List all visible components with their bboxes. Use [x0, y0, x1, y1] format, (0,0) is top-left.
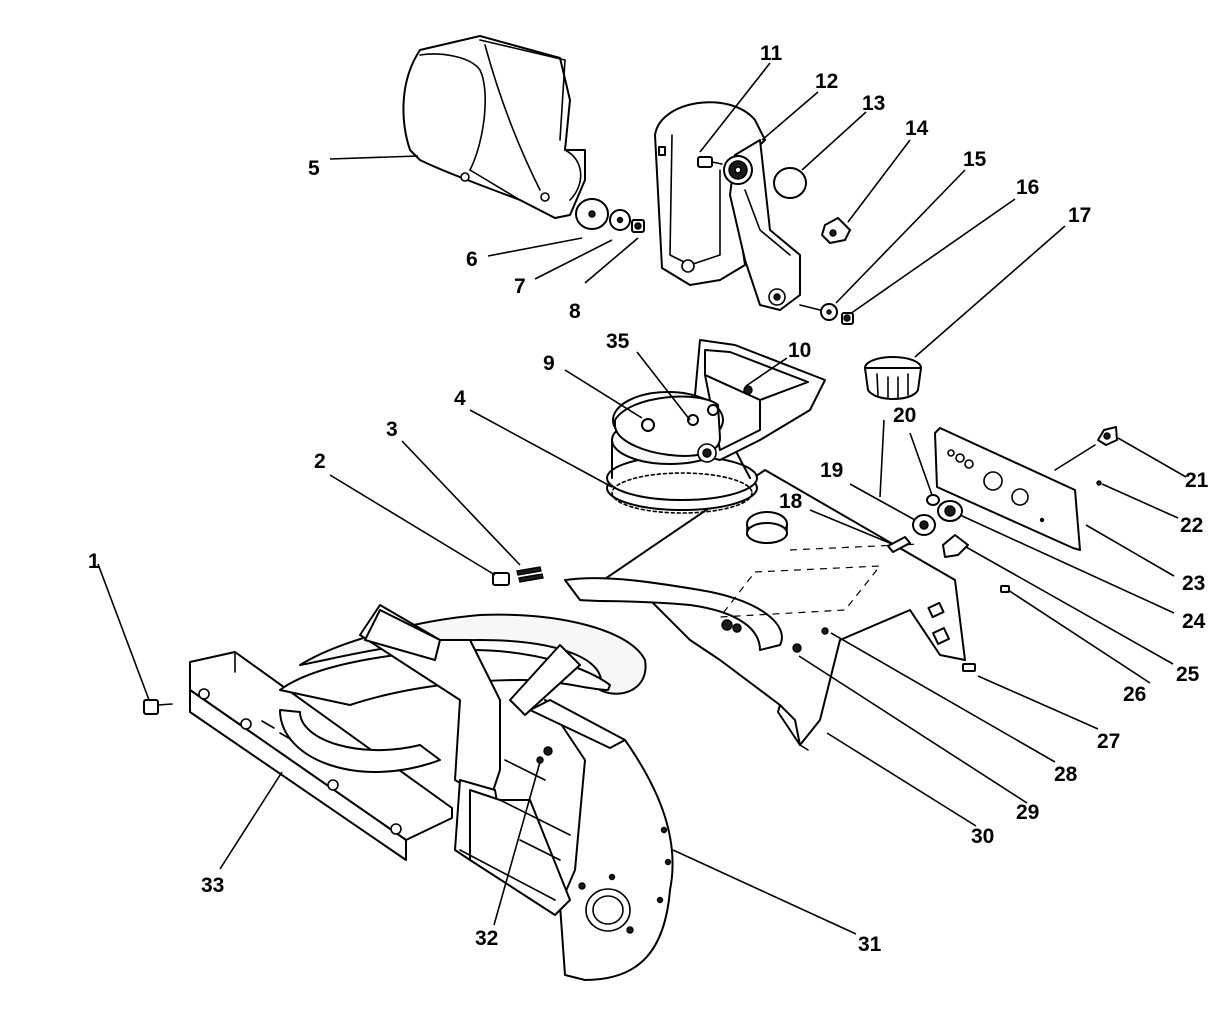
callout-5: 5 — [308, 157, 320, 180]
chute-deflector-part — [402, 35, 586, 219]
callout-19: 19 — [820, 459, 843, 482]
callout-12: 12 — [815, 70, 838, 93]
callout-33: 33 — [201, 874, 224, 897]
chute-crank-knob-part — [864, 356, 922, 400]
chute-base-part — [612, 339, 826, 463]
callout-15: 15 — [963, 148, 987, 171]
callout-30: 30 — [971, 825, 994, 848]
callout-22: 22 — [1180, 514, 1203, 537]
control-panel-part — [934, 427, 1081, 551]
callout-1: 1 — [88, 550, 100, 573]
callout-25: 25 — [1176, 663, 1200, 686]
leader-lines — [97, 62, 1187, 935]
callout-26: 26 — [1123, 683, 1146, 706]
callout-21: 21 — [1185, 469, 1209, 492]
callout-8: 8 — [569, 300, 581, 323]
deflector-pivot-hardware — [575, 198, 645, 233]
callout-7: 7 — [514, 275, 526, 298]
callout-2: 2 — [314, 450, 326, 473]
fasteners — [143, 566, 976, 764]
callout-9: 9 — [543, 352, 555, 375]
callout-3: 3 — [386, 418, 398, 441]
callout-20: 20 — [893, 404, 916, 427]
switch-hardware — [887, 426, 1118, 593]
callout-11: 11 — [760, 42, 783, 65]
callout-23: 23 — [1182, 572, 1205, 595]
chute-tower-part — [654, 101, 821, 311]
callout-14: 14 — [905, 117, 929, 140]
callout-32: 32 — [475, 927, 498, 950]
callout-28: 28 — [1054, 763, 1078, 786]
callout-29: 29 — [1016, 801, 1039, 824]
auger-housing-part — [279, 469, 966, 981]
callout-13: 13 — [862, 92, 885, 115]
callout-labels: 1 2 3 4 5 6 7 8 9 35 10 11 12 13 14 15 1… — [88, 42, 1209, 956]
callout-27: 27 — [1097, 730, 1120, 753]
callout-35: 35 — [606, 330, 630, 353]
callout-6: 6 — [466, 248, 478, 271]
callout-31: 31 — [858, 933, 882, 956]
callout-16: 16 — [1016, 176, 1039, 199]
callout-4: 4 — [454, 387, 466, 410]
callout-17: 17 — [1068, 204, 1091, 227]
tower-hardware — [697, 156, 854, 325]
callout-18: 18 — [779, 490, 803, 513]
callout-10: 10 — [788, 339, 811, 362]
callout-24: 24 — [1182, 610, 1206, 633]
